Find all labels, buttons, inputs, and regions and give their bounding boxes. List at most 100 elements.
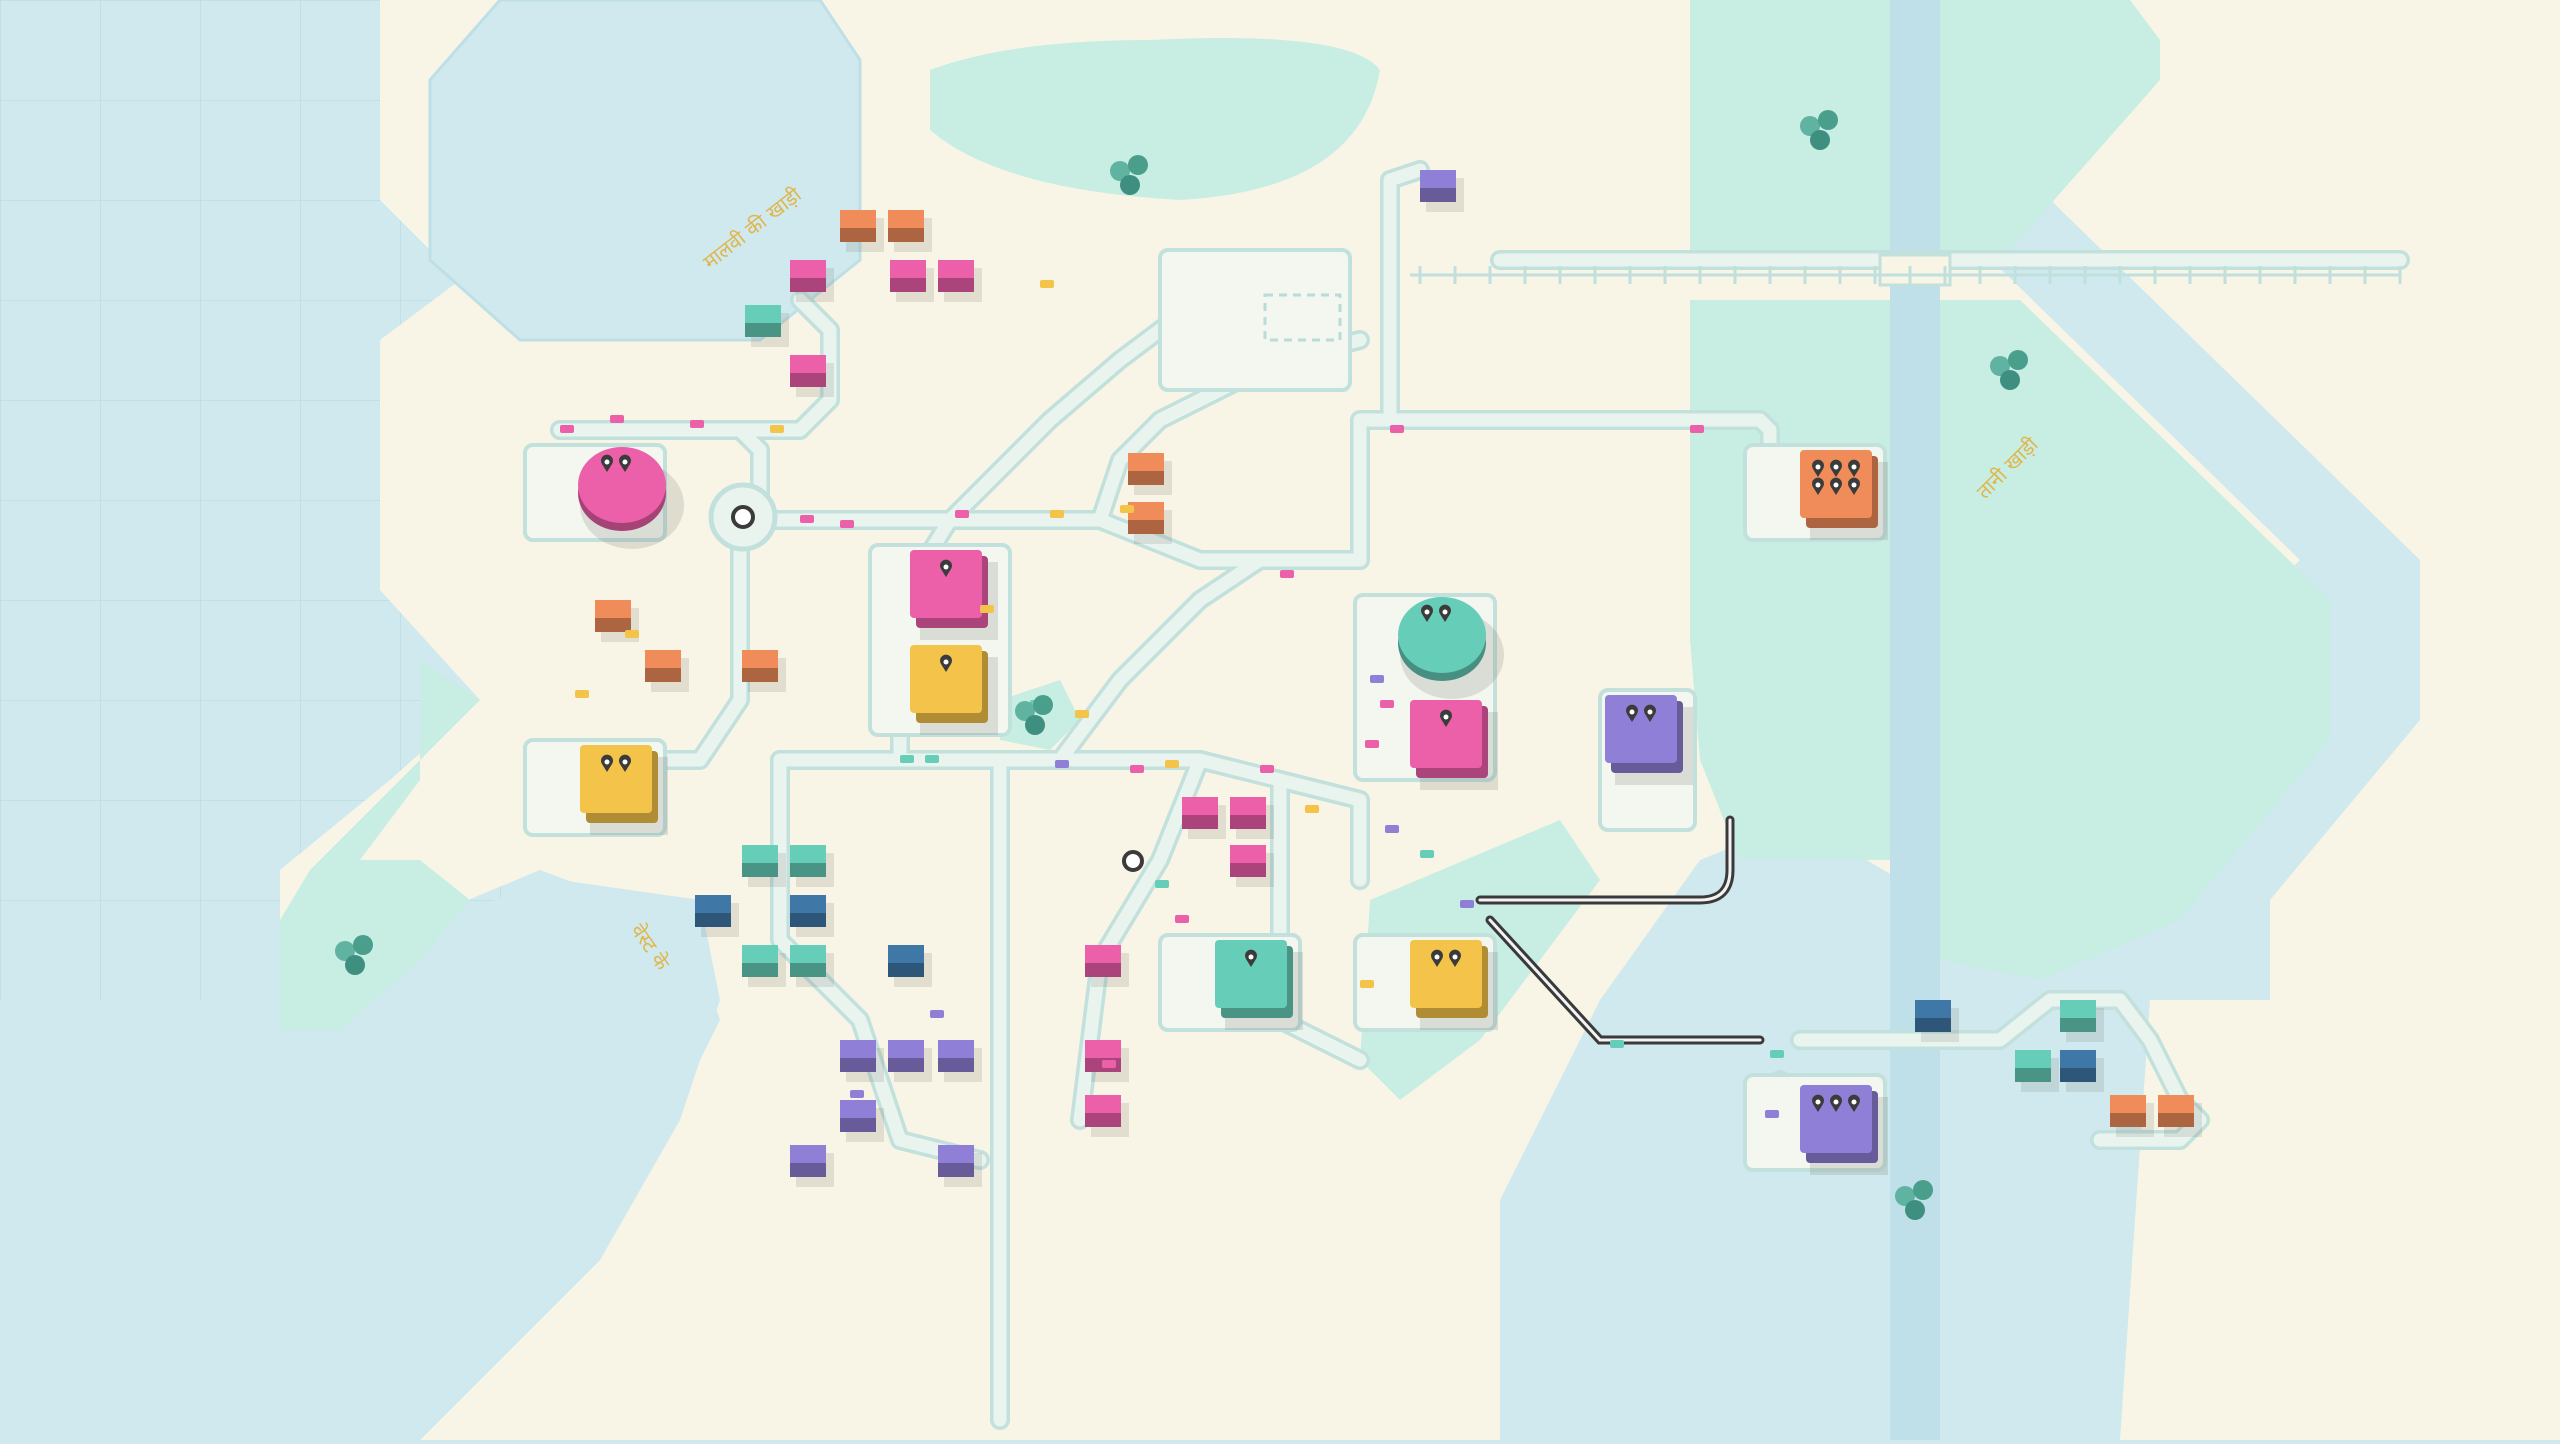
house bbox=[2110, 1095, 2154, 1137]
car bbox=[850, 1090, 864, 1098]
house bbox=[1420, 170, 1464, 212]
demand-pins bbox=[601, 454, 631, 472]
house bbox=[1128, 502, 1172, 544]
trees bbox=[335, 110, 2028, 1220]
house bbox=[938, 260, 982, 302]
house bbox=[1182, 797, 1226, 839]
house bbox=[1085, 1095, 1129, 1137]
motorways[interactable] bbox=[1475, 815, 1765, 1045]
car bbox=[1365, 740, 1379, 748]
car bbox=[1120, 505, 1134, 513]
house bbox=[1915, 1000, 1959, 1042]
demand-pins bbox=[1431, 949, 1461, 967]
destinations[interactable] bbox=[578, 447, 1888, 1175]
house bbox=[1230, 845, 1274, 887]
traffic-light[interactable] bbox=[1122, 850, 1144, 872]
house bbox=[1230, 797, 1274, 839]
car bbox=[925, 755, 939, 763]
purple-destination[interactable] bbox=[1605, 695, 1693, 785]
car bbox=[1280, 570, 1294, 578]
car bbox=[800, 515, 814, 523]
demand-pins bbox=[1244, 949, 1257, 967]
lakes bbox=[428, 0, 1940, 1440]
house bbox=[790, 945, 834, 987]
house bbox=[742, 845, 786, 887]
house bbox=[890, 260, 934, 302]
tree bbox=[1990, 350, 2028, 390]
car bbox=[690, 420, 704, 428]
yellow-destination[interactable] bbox=[580, 745, 668, 835]
car bbox=[1770, 1050, 1784, 1058]
demand-pins bbox=[1626, 704, 1656, 722]
pink-destination[interactable] bbox=[578, 447, 684, 549]
house bbox=[840, 210, 884, 252]
cars bbox=[560, 280, 1784, 1118]
yellow-destination[interactable] bbox=[910, 645, 998, 735]
car bbox=[1130, 765, 1144, 773]
house bbox=[840, 1100, 884, 1142]
car bbox=[1460, 900, 1474, 908]
car bbox=[560, 425, 574, 433]
house bbox=[840, 1040, 884, 1082]
orange-destination[interactable] bbox=[1800, 450, 1888, 540]
demand-pins bbox=[1421, 604, 1452, 622]
car bbox=[1390, 425, 1404, 433]
house bbox=[2060, 1050, 2104, 1092]
house bbox=[2158, 1095, 2202, 1137]
house bbox=[2015, 1050, 2059, 1092]
house bbox=[888, 945, 932, 987]
car bbox=[1175, 915, 1189, 923]
demand-pins bbox=[1812, 459, 1860, 495]
house bbox=[742, 650, 786, 692]
house bbox=[790, 260, 834, 302]
tree bbox=[1015, 695, 1053, 735]
pink-destination[interactable] bbox=[910, 550, 998, 640]
car bbox=[1420, 850, 1434, 858]
car bbox=[1102, 1060, 1116, 1068]
house bbox=[790, 895, 834, 937]
car bbox=[1155, 880, 1169, 888]
car bbox=[1690, 425, 1704, 433]
house bbox=[790, 355, 834, 397]
demand-pins bbox=[1812, 1094, 1860, 1112]
car bbox=[955, 510, 969, 518]
empty-lot-outline bbox=[1263, 293, 1342, 342]
teal-destination[interactable] bbox=[1398, 597, 1504, 699]
yellow-destination[interactable] bbox=[1410, 940, 1498, 1030]
house bbox=[1128, 453, 1172, 495]
house bbox=[790, 1145, 834, 1187]
car bbox=[1385, 825, 1399, 833]
car bbox=[1610, 1040, 1624, 1048]
pink-destination[interactable] bbox=[1410, 700, 1498, 790]
car bbox=[1050, 510, 1064, 518]
car bbox=[1360, 980, 1374, 988]
car bbox=[1380, 700, 1394, 708]
railway-ties bbox=[1418, 266, 2402, 284]
teal-destination[interactable] bbox=[1215, 940, 1303, 1030]
tree bbox=[1110, 155, 1148, 195]
car bbox=[1370, 675, 1384, 683]
roundabout[interactable] bbox=[708, 482, 778, 552]
tree bbox=[335, 935, 373, 975]
house bbox=[695, 895, 739, 937]
car bbox=[770, 425, 784, 433]
house bbox=[742, 945, 786, 987]
house bbox=[2060, 1000, 2104, 1042]
house bbox=[938, 1040, 982, 1082]
car bbox=[900, 755, 914, 763]
car bbox=[930, 1010, 944, 1018]
houses bbox=[595, 170, 2202, 1187]
car bbox=[1165, 760, 1179, 768]
car bbox=[625, 630, 639, 638]
purple-destination[interactable] bbox=[1800, 1085, 1888, 1175]
demand-pins bbox=[1440, 709, 1452, 727]
car bbox=[980, 605, 994, 613]
bridge[interactable] bbox=[1878, 253, 1952, 287]
car bbox=[1765, 1110, 1779, 1118]
car bbox=[575, 690, 589, 698]
car bbox=[1260, 765, 1274, 773]
tree bbox=[1800, 110, 1838, 150]
house bbox=[790, 845, 834, 887]
